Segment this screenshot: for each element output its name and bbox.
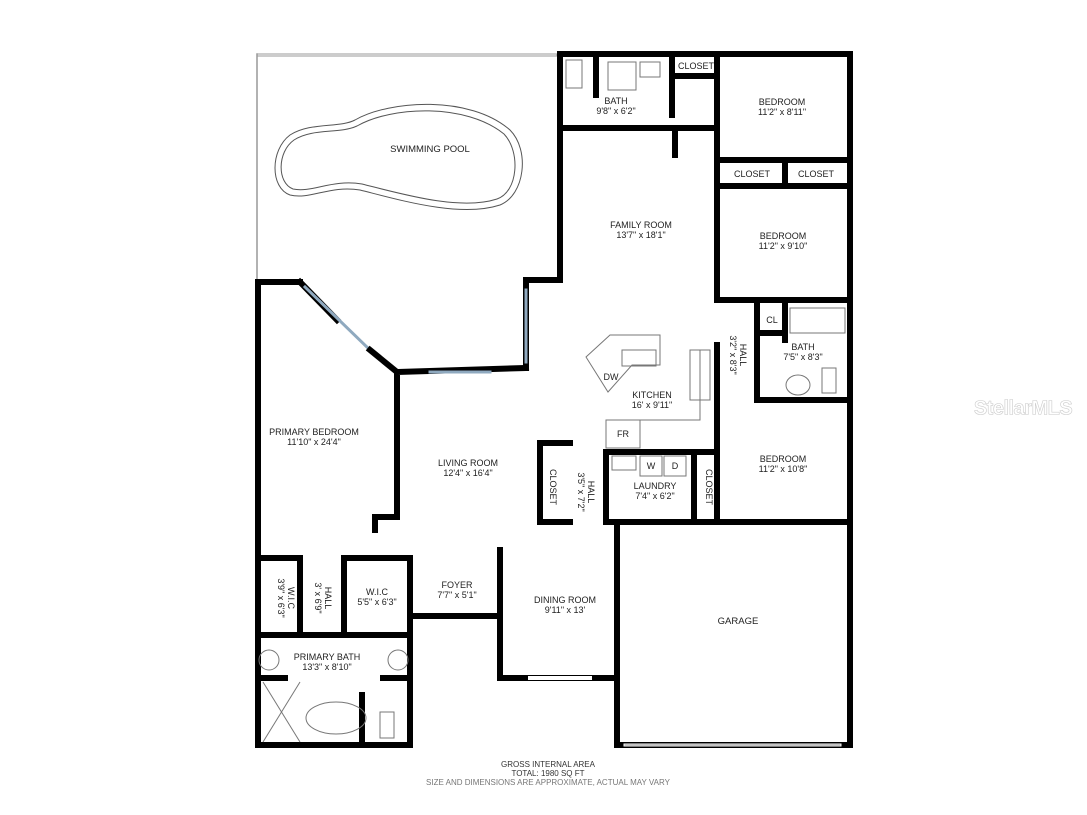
room-closet-hall: CLOSET (548, 469, 558, 505)
room-name: BATH (604, 96, 628, 106)
room-name: HALL (323, 586, 333, 610)
room-name: CLOSET (548, 468, 558, 506)
room-name: CLOSET (677, 61, 715, 71)
room-closet-top: CLOSET (678, 61, 714, 71)
room-name: W.I.C (286, 586, 296, 609)
area-footer: GROSS INTERNAL AREA TOTAL: 1980 SQ FT SI… (426, 760, 670, 787)
room-dims: 7'7" x 5'1" (437, 590, 477, 600)
room-dims: 3'2" x 8'3" (728, 335, 738, 375)
total-area: TOTAL: 1980 SQ FT (511, 769, 585, 778)
room-dims: 7'5" x 8'3" (783, 352, 823, 362)
room-name: CLOSET (797, 169, 835, 179)
room-name: PRIMARY BATH (293, 652, 361, 662)
room-name: FOYER (441, 580, 473, 590)
room-closet-a: CLOSET (734, 169, 770, 179)
room-name: SWIMMING POOL (390, 144, 470, 155)
room-garage: GARAGE (718, 617, 759, 627)
room-name: BEDROOM (759, 231, 807, 241)
room-dims: 11'2" x 8'11" (757, 107, 807, 117)
room-name: W.I.C (365, 587, 388, 597)
appliance-fridge: FR (617, 429, 629, 439)
room-dims: 11'2" x 10'8" (758, 464, 808, 474)
room-name: KITCHEN (632, 390, 672, 400)
room-dims: 3'9" x 6'3" (276, 578, 286, 618)
appliance-dryer: D (672, 461, 679, 471)
room-dims: 7'4" x 6'2" (635, 491, 675, 501)
room-name: LAUNDRY (633, 481, 677, 491)
room-closet-right: CLOSET (704, 469, 714, 505)
room-dims: 9'11" x 13' (544, 605, 586, 615)
room-swimming-pool: SWIMMING POOL (390, 145, 470, 155)
appliance-label: W (646, 461, 656, 471)
appliance-label: DW (603, 372, 619, 382)
disclaimer: SIZE AND DIMENSIONS ARE APPROXIMATE, ACT… (426, 778, 670, 787)
room-name: CL (766, 315, 778, 325)
room-dims: 9'8" x 6'2" (596, 106, 636, 116)
room-name: BEDROOM (759, 454, 807, 464)
room-name: BEDROOM (758, 97, 806, 107)
room-name: BATH (791, 342, 815, 352)
room-name: DINING ROOM (534, 595, 596, 605)
appliance-dishwasher: DW (604, 372, 619, 382)
room-closet-b: CLOSET (798, 169, 834, 179)
room-name: FAMILY ROOM (610, 220, 672, 230)
room-dims: 11'10" x 24'4" (287, 437, 341, 447)
gross-area-title: GROSS INTERNAL AREA (501, 760, 595, 769)
watermark-logo: StellarMLS (973, 397, 1073, 420)
room-name: HALL (738, 343, 748, 367)
room-dims: 13'3" x 8'10" (302, 662, 352, 672)
room-name: LIVING ROOM (437, 458, 499, 468)
appliance-label: D (671, 461, 679, 471)
room-dims: 3'5" x 7'2" (576, 472, 586, 512)
room-name: HALL (586, 480, 596, 504)
room-dims: 3' x 6'9" (313, 582, 323, 614)
room-name: CLOSET (704, 468, 714, 506)
appliance-label: FR (617, 429, 629, 439)
room-dims: 16' x 9'11" (631, 400, 673, 410)
room-dims: 5'5" x 6'3" (357, 597, 397, 607)
room-cl: CL (766, 315, 778, 325)
room-name: PRIMARY BEDROOM (269, 427, 359, 437)
room-name: CLOSET (733, 169, 771, 179)
appliance-washer: W (647, 461, 656, 471)
room-dims: 11'2" x 9'10" (758, 241, 808, 251)
room-dims: 12'4" x 16'4" (443, 468, 493, 478)
room-name: GARAGE (717, 616, 759, 627)
room-dims: 13'7" x 18'1" (616, 230, 666, 240)
